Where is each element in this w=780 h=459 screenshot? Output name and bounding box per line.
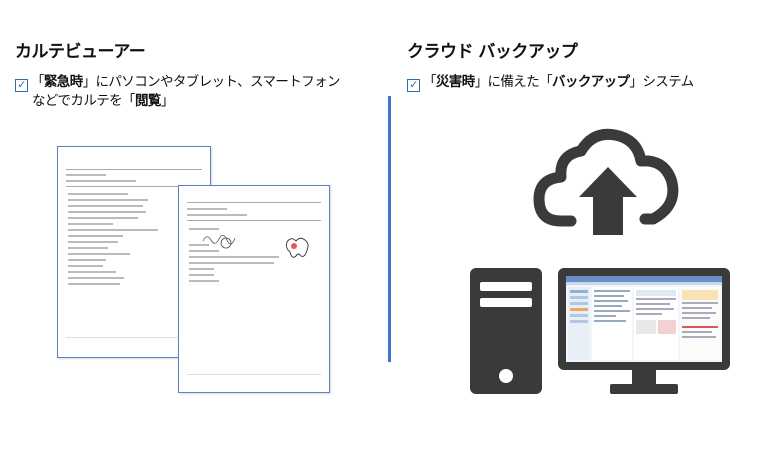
- disaster-keyword: 災害時: [435, 74, 475, 90]
- emergency-keyword: 緊急時: [43, 74, 83, 90]
- checkbox-icon: ✓: [407, 79, 420, 92]
- handwriting-note: [202, 234, 236, 245]
- karte-viewer-feature-line-2: などでカルテを「閲覧」: [32, 93, 174, 109]
- cloud-backup-title: クラウド バックアップ: [407, 42, 578, 62]
- cloud-upload-icon: [533, 128, 679, 235]
- tooth-diagram: [285, 237, 309, 258]
- medical-record-page-front: [178, 185, 330, 393]
- karte-viewer-feature-line-1: ✓「緊急時」にパソコンやタブレット、スマートフォン: [15, 70, 341, 92]
- tower-pc-icon: [470, 268, 542, 394]
- view-keyword: 閲覧: [134, 93, 161, 109]
- column-divider: [388, 96, 391, 362]
- karte-viewer-title: カルテビューアー: [15, 42, 146, 62]
- cloud-backup-feature-line: ✓「災害時」に備えた「バックアップ」システム: [407, 70, 694, 92]
- circle-annotation: [220, 237, 232, 249]
- checkbox-icon: ✓: [15, 79, 28, 92]
- backup-keyword: バックアップ: [552, 74, 630, 90]
- desktop-computer-icon: [558, 268, 730, 394]
